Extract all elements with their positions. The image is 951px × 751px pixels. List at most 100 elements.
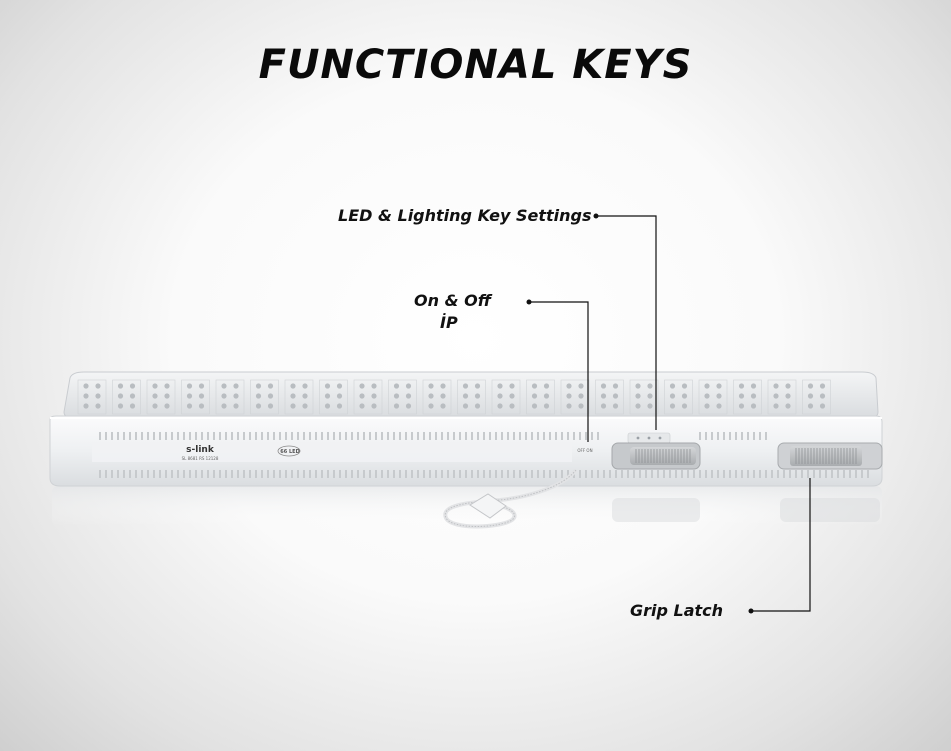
led-dot <box>267 403 274 409</box>
led-dot <box>267 393 274 399</box>
led-dot <box>612 403 619 409</box>
led-dot <box>371 383 377 389</box>
led-dot <box>371 393 377 399</box>
led-dot <box>785 383 791 389</box>
grip-latch-leader-line <box>751 478 811 612</box>
led-dot <box>267 383 274 389</box>
led-dot <box>440 393 446 399</box>
led-cell <box>250 379 279 415</box>
led-dot <box>117 393 124 399</box>
led-dot <box>324 403 331 409</box>
led-dot <box>290 403 296 409</box>
led-dot <box>129 393 136 399</box>
led-dot <box>612 393 619 399</box>
grip-latch-leader-dot <box>748 608 754 614</box>
led-dot <box>393 403 400 409</box>
led-dot <box>531 403 538 409</box>
led-dot <box>566 403 572 409</box>
led-dot <box>462 383 469 389</box>
led-array <box>77 379 831 415</box>
led-dot <box>773 393 779 399</box>
led-dot <box>647 393 653 399</box>
led-dot <box>738 393 745 399</box>
led-dot <box>669 403 676 409</box>
led-dot <box>393 383 400 389</box>
led-dot <box>612 383 619 389</box>
led-dot <box>405 393 412 399</box>
led-dot <box>635 403 641 409</box>
led-dot <box>531 383 538 389</box>
led-cell <box>491 379 521 415</box>
led-cell <box>698 379 728 415</box>
led-cell <box>112 379 141 415</box>
led-settings-callout-label: LED & Lighting Key Settings <box>338 206 592 225</box>
led-dot <box>336 383 343 389</box>
led-dot <box>819 383 826 389</box>
led-dot <box>186 403 193 409</box>
led-dot <box>198 393 205 399</box>
led-dot <box>359 393 365 399</box>
led-dot <box>704 393 710 399</box>
page-title: FUNCTIONAL KEYS <box>258 42 693 88</box>
led-dot <box>716 383 722 389</box>
led-dot <box>440 403 446 409</box>
led-dot <box>129 383 136 389</box>
led-dot <box>255 403 262 409</box>
led-dot <box>509 393 515 399</box>
led-dot <box>186 393 193 399</box>
led-dot <box>336 403 343 409</box>
led-dot <box>233 393 239 399</box>
led-cell <box>181 379 210 415</box>
led-dot <box>704 403 710 409</box>
model-text: SL 8681 RS 12128 <box>182 456 219 461</box>
led-cell <box>457 379 486 415</box>
led-settings-leader-line <box>596 215 657 430</box>
led-cell <box>526 379 555 415</box>
led-dot <box>681 383 688 389</box>
led-dot <box>336 393 343 399</box>
led-dot <box>152 403 158 409</box>
led-cell <box>77 379 107 415</box>
led-dot <box>302 393 308 399</box>
led-dot <box>647 383 653 389</box>
led-cell <box>353 379 383 415</box>
led-dot <box>531 393 538 399</box>
led-dot <box>497 383 503 389</box>
led-dot <box>324 383 331 389</box>
brand-logo: s-link <box>186 445 215 455</box>
led-dot <box>233 403 239 409</box>
led-dot <box>164 383 170 389</box>
floor-reflection <box>52 486 882 526</box>
led-dot <box>819 403 826 409</box>
led-dot <box>669 393 676 399</box>
led-dot <box>83 383 89 389</box>
led-dot <box>117 403 124 409</box>
led-lens <box>63 371 879 419</box>
indicator-led-3 <box>658 436 662 440</box>
led-cell <box>146 379 176 415</box>
led-dot <box>600 403 607 409</box>
led-dot <box>129 403 136 409</box>
led-dot <box>221 393 227 399</box>
led-dot <box>681 403 688 409</box>
led-dot <box>600 383 607 389</box>
led-cell <box>560 379 590 415</box>
led-dot <box>474 393 481 399</box>
led-dot <box>497 393 503 399</box>
led-dot <box>405 403 412 409</box>
led-dot <box>578 403 584 409</box>
ip-callout-label: İP <box>440 313 458 332</box>
on-off-leader-dot <box>526 299 532 305</box>
on-off-callout-label: On & Off <box>414 291 492 310</box>
led-cell <box>595 379 624 415</box>
led-dot <box>773 383 779 389</box>
led-dot <box>785 403 791 409</box>
led-dot <box>807 383 814 389</box>
led-dot <box>83 393 89 399</box>
led-dot <box>186 383 193 389</box>
led-dot <box>95 403 101 409</box>
led-dot <box>198 403 205 409</box>
led-dot <box>405 383 412 389</box>
led-dot <box>785 393 791 399</box>
